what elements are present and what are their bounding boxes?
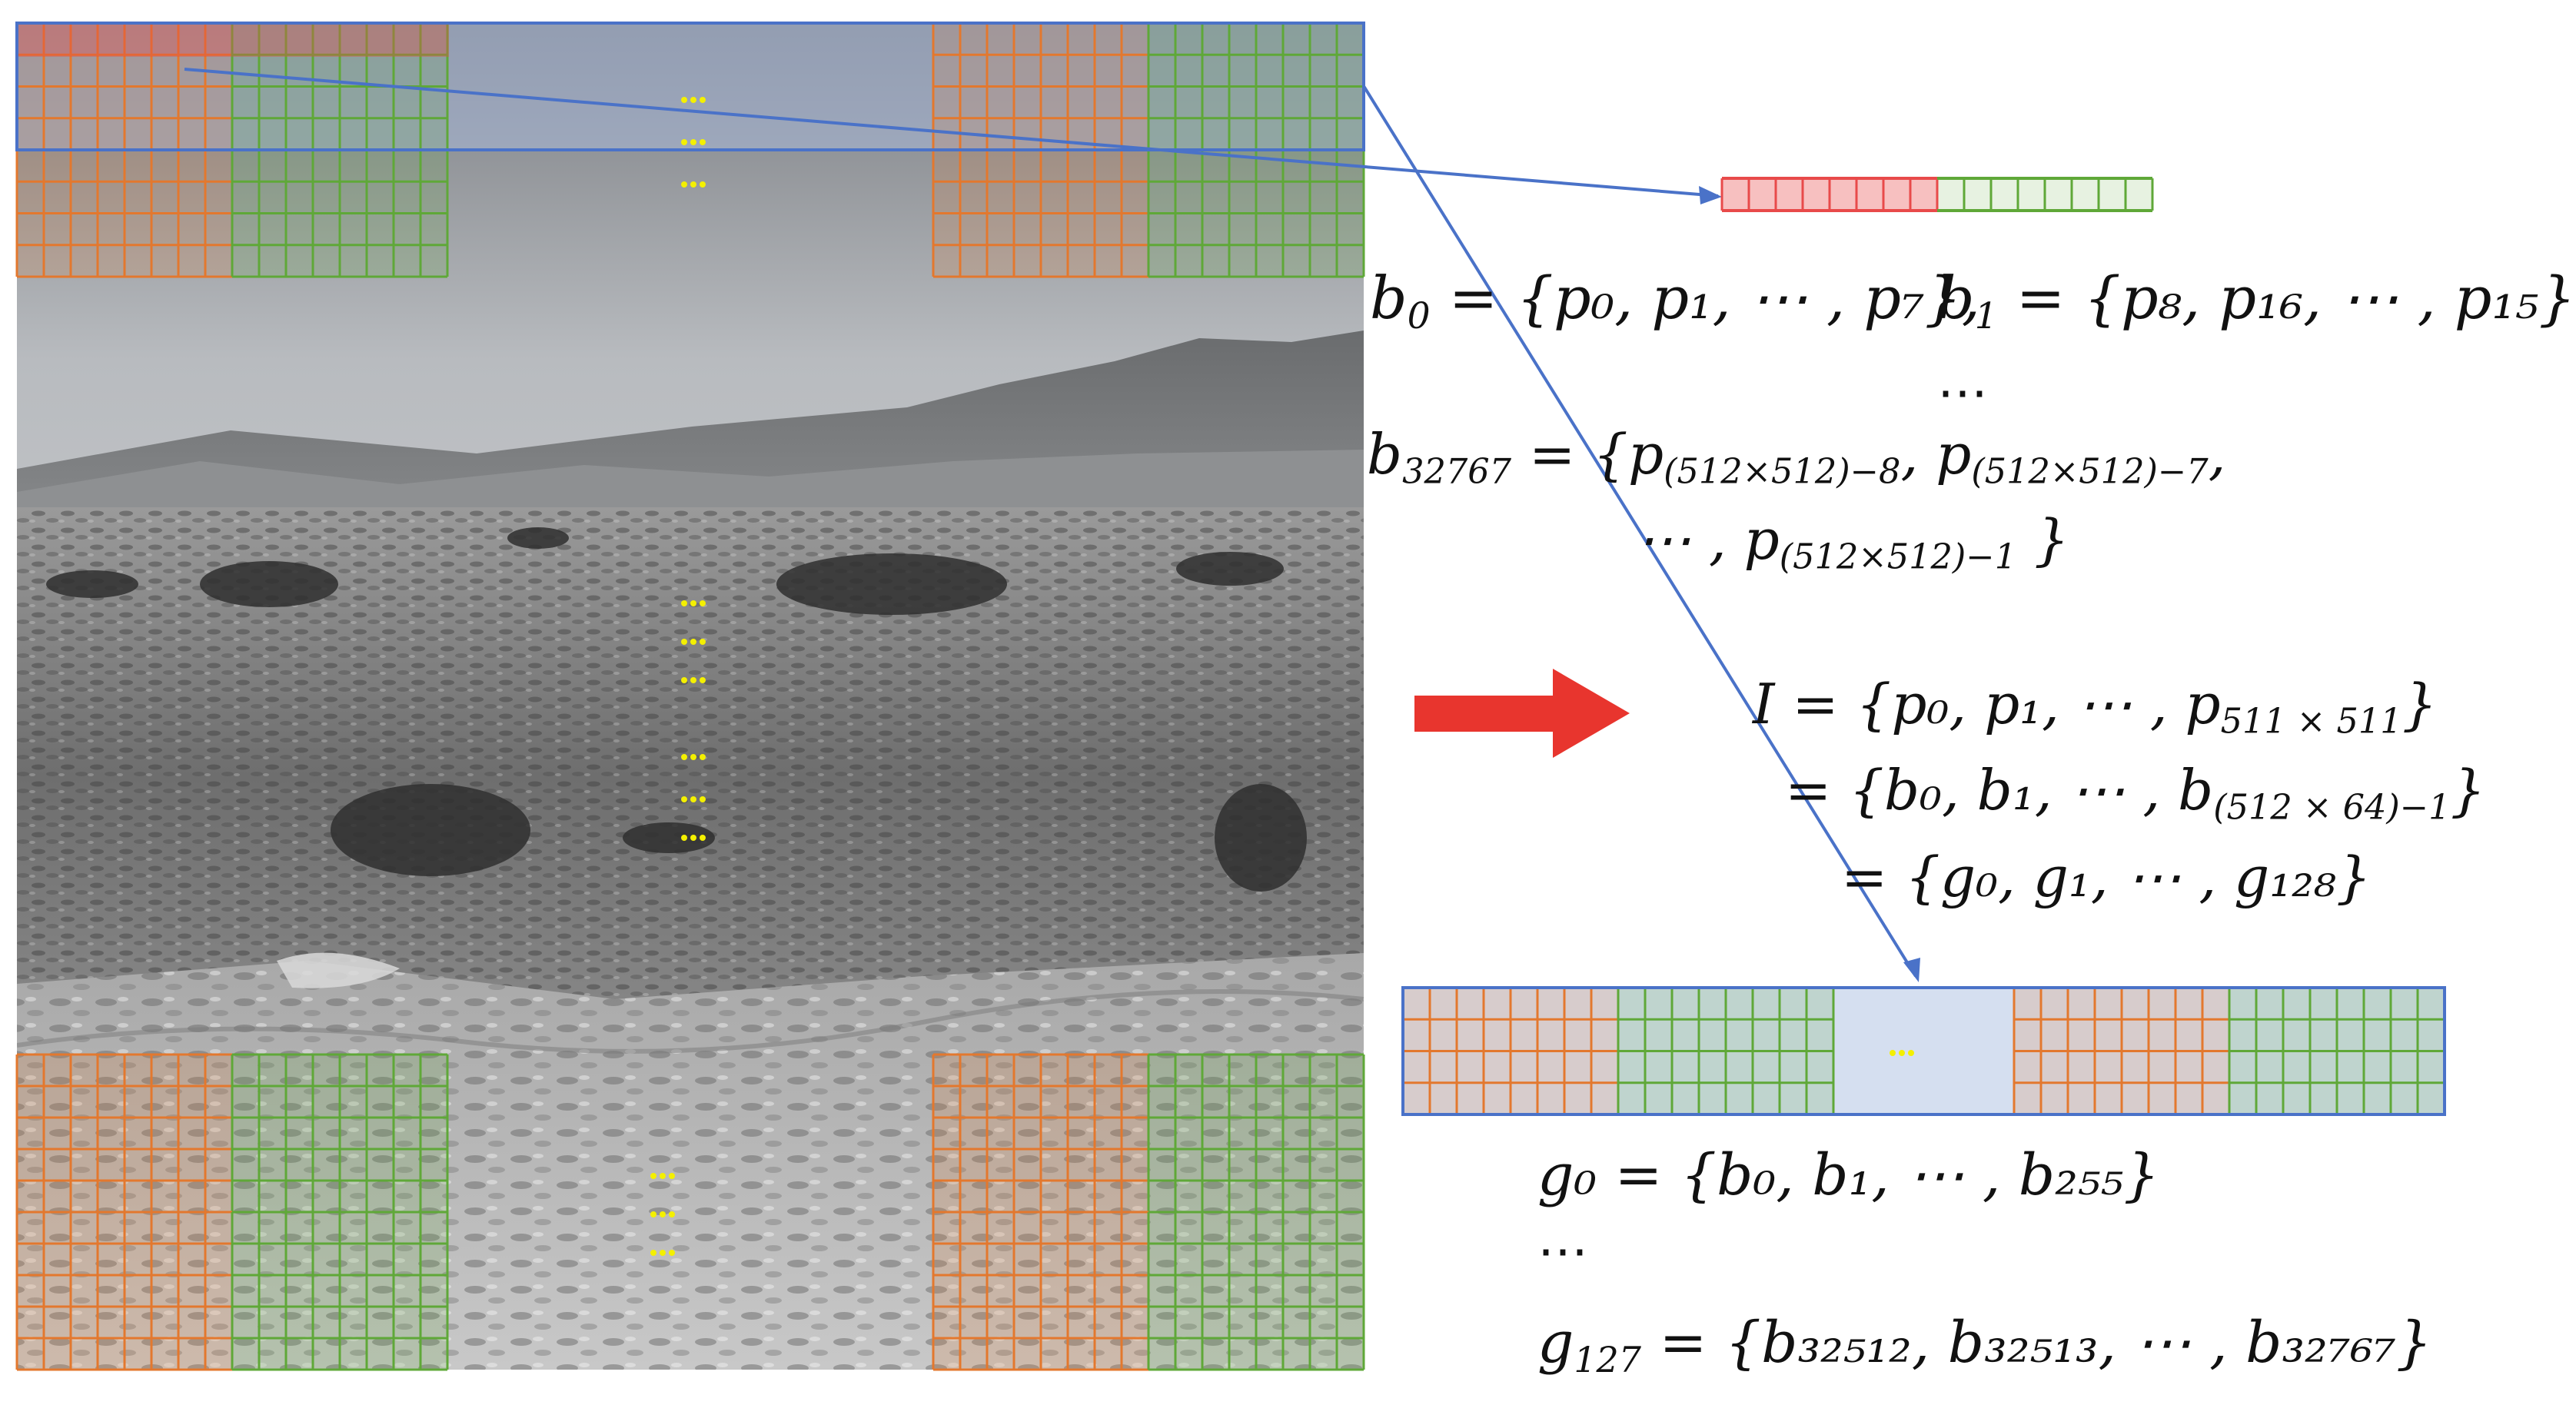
eq-b32767-line1: b32767 = {p(512×512)−8, p(512×512)−7, [1367, 422, 2226, 492]
block-br-orange-a [932, 1053, 1150, 1214]
block-tl-orange-b [15, 148, 234, 278]
block-bl-green-a [231, 1053, 449, 1214]
yellow-dot [700, 796, 706, 802]
block-bl-orange-b [15, 1211, 234, 1371]
block-tl-green-b [231, 148, 449, 278]
yellow-dot-row [650, 1173, 675, 1179]
yellow-dot [650, 1211, 656, 1217]
yellow-dot-row [681, 639, 706, 645]
eq-b32767-line2: ⋯ , p(512×512)−1 } [1636, 507, 2069, 577]
yellow-dot [681, 677, 687, 683]
strip-outline [1401, 986, 2446, 1116]
yellow-dot [660, 1211, 666, 1217]
yellow-dot [700, 677, 706, 683]
yellow-dot-row [681, 835, 706, 841]
yellow-dot [681, 796, 687, 802]
eq-g127: g127 = {b₃₂₅₁₂, b₃₂₅₁₃, ⋯ , b₃₂₇₆₇} [1537, 1310, 2432, 1380]
yellow-dot-row [650, 1250, 675, 1256]
block-tr-green-b [1147, 148, 1365, 278]
yellow-dot [700, 139, 706, 145]
block-br-green-b [1147, 1211, 1365, 1371]
strip-yellow-dot [1899, 1050, 1905, 1056]
yellow-dot [681, 139, 687, 145]
right-arrow-icon [1414, 669, 1630, 758]
eq-I-line2: = {b₀, b₁, ⋯ , b(512 × 64)−1} [1785, 758, 2486, 828]
strip-orange-a [1401, 986, 1620, 1116]
yellow-dot [700, 181, 706, 188]
yellow-dot [690, 796, 696, 802]
connector-lines [184, 68, 1920, 982]
strip-green-a [1617, 986, 1835, 1116]
yellow-dot [690, 97, 696, 103]
row-to-vector-arrowhead [1699, 186, 1722, 204]
yellow-dot [669, 1250, 675, 1256]
yellow-dot [681, 754, 687, 760]
band-to-strip-arrowhead [1903, 958, 1920, 982]
yellow-dot-row [681, 181, 706, 188]
first-row-highlight [15, 22, 449, 57]
yellow-dot [690, 181, 696, 188]
yellow-dot [700, 835, 706, 841]
eq-I-line1: I = {p₀, p₁, ⋯ , p511 × 511} [1753, 672, 2438, 742]
yellow-dot-row [681, 139, 706, 145]
yellow-dot-row [681, 796, 706, 802]
yellow-dot [681, 639, 687, 645]
strip-green-b [2228, 986, 2446, 1116]
yellow-dot-row [681, 754, 706, 760]
block-bl-green-b [231, 1211, 449, 1371]
block-tr-green-a [1147, 22, 1365, 151]
yellow-dot [650, 1173, 656, 1179]
group-strip [1401, 986, 2446, 1116]
yellow-dot [700, 639, 706, 645]
block-tr-orange-a [932, 22, 1150, 151]
row-vector [1720, 177, 2154, 212]
yellow-dot [690, 639, 696, 645]
yellow-dot [681, 600, 687, 606]
g-ellipsis: ⋯ [1537, 1221, 1593, 1280]
yellow-dot-row [681, 97, 706, 103]
yellow-dot [681, 97, 687, 103]
strip-yellow-dot [1890, 1050, 1896, 1056]
yellow-ellipsis-dots [650, 97, 706, 1256]
yellow-dot [700, 754, 706, 760]
block-br-green-a [1147, 1053, 1365, 1214]
eq-g0: g₀ = {b₀, b₁, ⋯ , b₂₅₅} [1537, 1142, 2160, 1208]
yellow-dot [681, 181, 687, 188]
block-br-orange-b [932, 1211, 1150, 1371]
band-to-strip-line [1362, 85, 1917, 978]
yellow-dot [650, 1250, 656, 1256]
yellow-dot [669, 1173, 675, 1179]
block-bl-orange-a [15, 1053, 234, 1214]
eq-b1: b1 = {p₈, p₁₆, ⋯ , p₁₅} [1937, 264, 2576, 338]
eq-b0: b0 = {p₀, p₁, ⋯ , p₇}, [1370, 264, 1980, 338]
yellow-dot [690, 754, 696, 760]
yellow-dot [660, 1173, 666, 1179]
yellow-dot [700, 97, 706, 103]
yellow-dot [681, 835, 687, 841]
pixel-block-grids [15, 22, 1365, 1371]
yellow-dot [690, 600, 696, 606]
desert-photo [17, 23, 1364, 1370]
yellow-dot [660, 1250, 666, 1256]
yellow-dot [669, 1211, 675, 1217]
yellow-dot-row [681, 677, 706, 683]
row-to-vector-line [184, 68, 1719, 198]
strip-orange-b [2013, 986, 2231, 1116]
strip-yellow-dots [1890, 1050, 1914, 1056]
yellow-dot-row [681, 600, 706, 606]
b-ellipsis: ⋯ [1937, 363, 1993, 422]
strip-yellow-dot [1908, 1050, 1914, 1056]
eq-I-line3: = {g₀, g₁, ⋯ , g₁₂₈} [1841, 845, 2372, 909]
yellow-dot [690, 835, 696, 841]
block-tr-orange-b [932, 148, 1150, 278]
yellow-dot [690, 677, 696, 683]
yellow-dot-row [650, 1211, 675, 1217]
yellow-dot [690, 139, 696, 145]
yellow-dot [700, 600, 706, 606]
